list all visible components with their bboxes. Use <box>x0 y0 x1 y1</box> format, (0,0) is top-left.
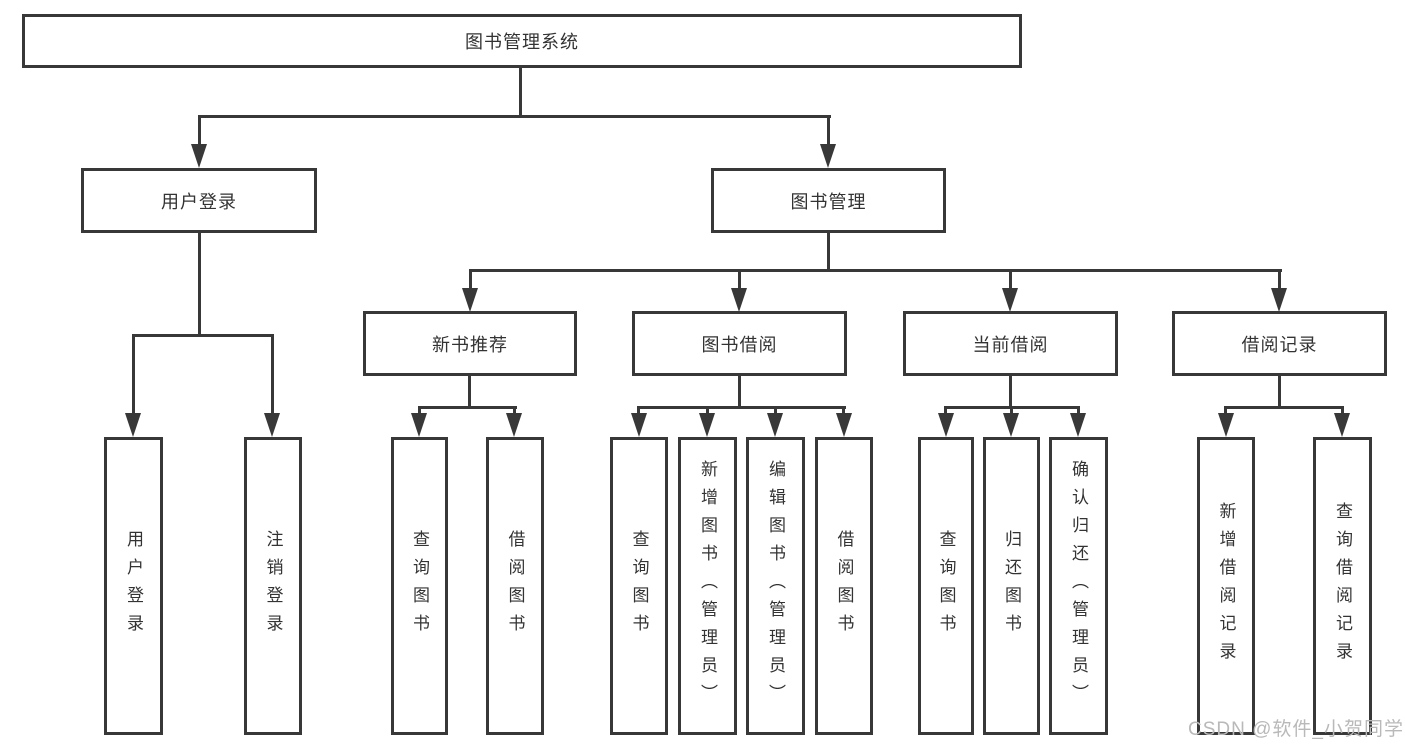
leaf-logout: 注销登录 <box>244 437 302 735</box>
node-current-borrowing-label: 当前借阅 <box>972 334 1049 355</box>
connector-line <box>944 406 947 417</box>
leaf-confirm-return-admin-label: 确认归还（管理员） <box>1069 460 1088 712</box>
connector-line <box>1278 269 1281 291</box>
node-new-book-recommend-label: 新书推荐 <box>432 334 508 355</box>
connector-arrowhead <box>506 413 522 437</box>
connector-line <box>271 334 274 414</box>
leaf-add-borrow-record: 新增借阅记录 <box>1197 437 1255 735</box>
leaf-user-login-label: 用户登录 <box>124 530 143 642</box>
csdn-watermark: CSDN @软件_小贺同学 <box>1188 719 1404 740</box>
node-user-login: 用户登录 <box>81 168 317 233</box>
leaf-return-books-label: 归还图书 <box>1002 530 1021 642</box>
leaf-query-books-recommend: 查询图书 <box>391 437 448 735</box>
connector-arrowhead <box>1218 413 1234 437</box>
connector-line <box>637 406 640 417</box>
connector-line <box>418 406 517 409</box>
connector-arrowhead <box>462 288 478 312</box>
connector-arrowhead <box>699 413 715 437</box>
node-borrowing-records: 借阅记录 <box>1172 311 1387 376</box>
connector-arrowhead <box>731 288 747 312</box>
connector-line <box>1224 406 1227 417</box>
leaf-query-books-recommend-label: 查询图书 <box>410 530 429 642</box>
connector-line <box>513 406 516 417</box>
connector-arrowhead <box>125 413 141 437</box>
node-library-system: 图书管理系统 <box>22 14 1022 68</box>
leaf-return-books: 归还图书 <box>983 437 1040 735</box>
connector-line <box>827 233 830 272</box>
connector-line <box>1077 406 1080 417</box>
leaf-query-books-borrowing: 查询图书 <box>610 437 668 735</box>
node-book-borrowing-label: 图书借阅 <box>701 334 778 355</box>
connector-line <box>198 115 201 148</box>
connector-arrowhead <box>411 413 427 437</box>
connector-arrowhead <box>836 413 852 437</box>
connector-arrowhead <box>1334 413 1350 437</box>
leaf-add-books-admin: 新增图书（管理员） <box>678 437 737 735</box>
node-current-borrowing: 当前借阅 <box>903 311 1118 376</box>
node-book-management-label: 图书管理 <box>790 191 867 212</box>
leaf-edit-books-admin: 编辑图书（管理员） <box>746 437 805 735</box>
connector-line <box>132 334 274 337</box>
node-new-book-recommend: 新书推荐 <box>363 311 577 376</box>
leaf-borrow-books-borrowing: 借阅图书 <box>815 437 873 735</box>
connector-line <box>418 406 421 417</box>
leaf-query-books-current: 查询图书 <box>918 437 974 735</box>
connector-line <box>637 406 846 409</box>
leaf-user-login: 用户登录 <box>104 437 163 735</box>
node-book-management: 图书管理 <box>711 168 946 233</box>
connector-line <box>1009 269 1012 291</box>
connector-line <box>827 115 830 148</box>
connector-arrowhead <box>191 144 207 168</box>
connector-line <box>198 233 201 337</box>
connector-line <box>774 406 777 417</box>
node-book-borrowing: 图书借阅 <box>632 311 847 376</box>
leaf-query-books-current-label: 查询图书 <box>936 530 956 642</box>
connector-line <box>469 269 1282 272</box>
leaf-add-books-admin-label: 新增图书（管理员） <box>698 460 717 712</box>
leaf-borrow-books-recommend: 借阅图书 <box>486 437 544 735</box>
leaf-query-borrow-record: 查询借阅记录 <box>1313 437 1372 735</box>
connector-arrowhead <box>1002 288 1018 312</box>
connector-arrowhead <box>767 413 783 437</box>
connector-arrowhead <box>820 144 836 168</box>
node-borrowing-records-label: 借阅记录 <box>1241 334 1318 355</box>
connector-arrowhead <box>938 413 954 437</box>
connector-line <box>842 406 845 417</box>
connector-line <box>519 68 522 117</box>
connector-line <box>198 115 831 118</box>
connector-line <box>132 334 135 414</box>
connector-arrowhead <box>264 413 280 437</box>
connector-line <box>1278 376 1281 409</box>
leaf-edit-books-admin-label: 编辑图书（管理员） <box>766 460 785 712</box>
connector-line <box>1009 376 1012 409</box>
leaf-query-books-borrowing-label: 查询图书 <box>629 530 649 642</box>
connector-line <box>1224 406 1344 409</box>
connector-arrowhead <box>1070 413 1086 437</box>
leaf-add-borrow-record-label: 新增借阅记录 <box>1216 502 1236 670</box>
leaf-borrow-books-recommend-label: 借阅图书 <box>505 530 525 642</box>
connector-line <box>1010 406 1013 417</box>
leaf-confirm-return-admin: 确认归还（管理员） <box>1049 437 1108 735</box>
connector-line <box>1341 406 1344 417</box>
leaf-logout-label: 注销登录 <box>263 530 283 642</box>
connector-arrowhead <box>1271 288 1287 312</box>
leaf-borrow-books-borrowing-label: 借阅图书 <box>834 530 854 642</box>
connector-line <box>738 376 741 409</box>
leaf-query-borrow-record-label: 查询借阅记录 <box>1333 502 1352 670</box>
node-library-system-label: 图书管理系统 <box>465 32 579 52</box>
connector-line <box>738 269 741 291</box>
connector-line <box>469 269 472 291</box>
node-user-login-label: 用户登录 <box>161 191 237 212</box>
connector-line <box>468 376 471 409</box>
connector-arrowhead <box>1003 413 1019 437</box>
connector-arrowhead <box>631 413 647 437</box>
connector-line <box>706 406 709 417</box>
